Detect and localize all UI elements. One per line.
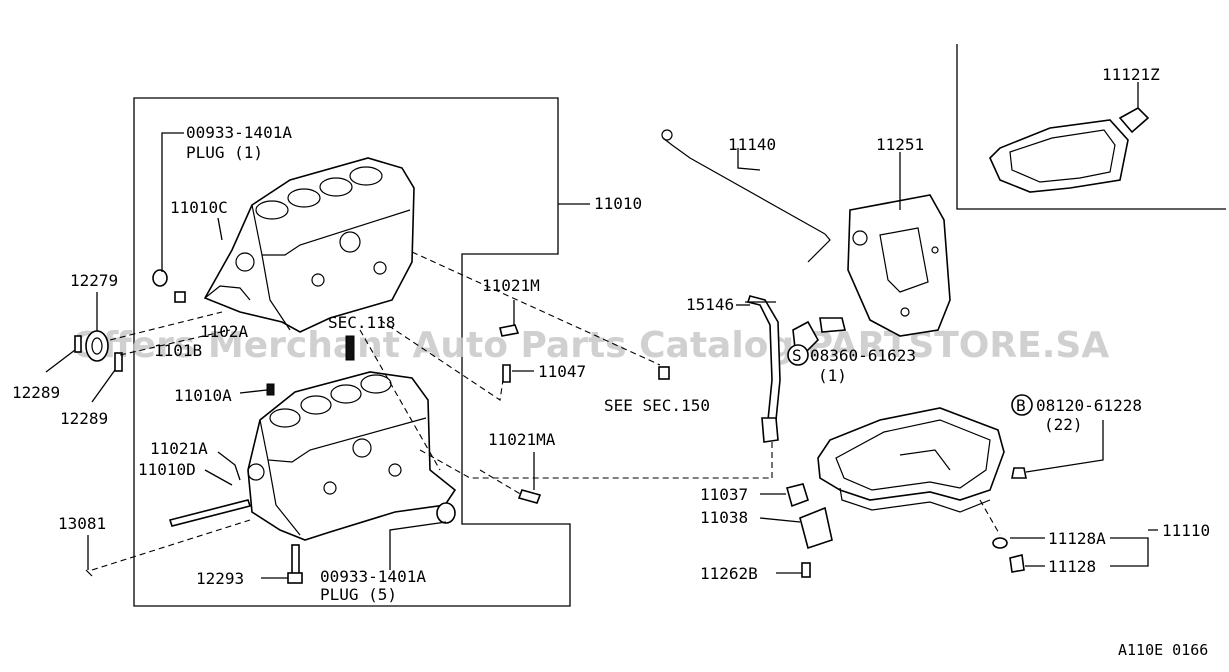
figure-code: A110E 0166 bbox=[1118, 641, 1208, 659]
s-marker bbox=[787, 344, 809, 366]
label-11140[interactable]: 11140 bbox=[728, 135, 776, 154]
label-11021MA[interactable]: 11021MA bbox=[488, 430, 556, 449]
engine-block-frame bbox=[133, 97, 571, 607]
leader-11010D bbox=[204, 469, 233, 486]
plug-00933-bottom[interactable] bbox=[436, 502, 456, 524]
leader-11010C bbox=[217, 217, 223, 241]
label-sec118[interactable]: SEC.118 bbox=[328, 313, 395, 332]
plug-12279[interactable] bbox=[85, 330, 109, 362]
bolt-11021M[interactable] bbox=[499, 324, 520, 337]
leader-12289-right bbox=[91, 369, 116, 403]
stud-11010D[interactable] bbox=[168, 499, 252, 527]
dipstick-tube-15146[interactable] bbox=[745, 295, 819, 478]
cylinder-block-upper[interactable] bbox=[203, 157, 415, 333]
stud-11010A[interactable] bbox=[266, 383, 275, 396]
label-11128[interactable]: 11128 bbox=[1048, 557, 1096, 576]
dash-3 bbox=[411, 251, 661, 366]
bolt-11021MA[interactable] bbox=[517, 489, 542, 504]
dowel-1101B[interactable] bbox=[174, 291, 186, 303]
label-15146[interactable]: 15146 bbox=[686, 295, 734, 314]
label-see-sec150[interactable]: SEE SEC.150 bbox=[604, 396, 710, 415]
label-11010A[interactable]: 11010A bbox=[174, 386, 232, 405]
dash-7 bbox=[359, 329, 441, 471]
label-qty-1: (1) bbox=[818, 366, 847, 385]
pin-13081[interactable] bbox=[85, 569, 93, 577]
dash-6 bbox=[91, 519, 251, 571]
label-11262B[interactable]: 11262B bbox=[700, 564, 758, 583]
label-11021A[interactable]: 11021A bbox=[150, 439, 208, 458]
label-12279[interactable]: 12279 bbox=[70, 271, 118, 290]
label-08360-61623[interactable]: 08360-61623 bbox=[810, 346, 916, 365]
dash-2 bbox=[119, 329, 231, 356]
label-1102A[interactable]: 1102A bbox=[200, 322, 249, 341]
pin-12289-right[interactable] bbox=[114, 352, 123, 372]
label-13081[interactable]: 13081 bbox=[58, 514, 106, 533]
label-00933-1401A-top[interactable]: 00933-1401A bbox=[186, 123, 292, 142]
label-11121Z[interactable]: 11121Z bbox=[1102, 65, 1160, 84]
oil-pan-11110[interactable] bbox=[817, 407, 1005, 513]
bolt-08360[interactable] bbox=[819, 317, 847, 333]
oil-pan-inset-11121Z[interactable] bbox=[989, 82, 1150, 193]
label-12289-left[interactable]: 12289 bbox=[12, 383, 60, 402]
label-11128A[interactable]: 11128A bbox=[1048, 529, 1106, 548]
bolt-sec150[interactable] bbox=[658, 366, 670, 380]
label-plug-5: PLUG (5) bbox=[320, 585, 397, 604]
label-11010[interactable]: 11010 bbox=[594, 194, 642, 213]
inset-frame bbox=[956, 44, 1226, 210]
dash-8 bbox=[479, 469, 523, 496]
label-qty-22: (22) bbox=[1044, 415, 1083, 434]
label-11037[interactable]: 11037 bbox=[700, 485, 748, 504]
leader-11010A bbox=[239, 389, 268, 394]
strainer-11037[interactable] bbox=[786, 483, 809, 508]
pin-12289-left[interactable] bbox=[74, 335, 82, 353]
label-11251[interactable]: 11251 bbox=[876, 135, 924, 154]
rear-plate-11251[interactable] bbox=[847, 152, 951, 337]
label-plug-1: PLUG (1) bbox=[186, 143, 263, 162]
label-12293[interactable]: 12293 bbox=[196, 569, 244, 588]
leader-00933-bottom bbox=[389, 521, 447, 570]
leader-08120 bbox=[1025, 420, 1104, 473]
bolt-11047[interactable] bbox=[502, 364, 511, 383]
strainer-gasket-11038[interactable] bbox=[799, 506, 833, 550]
leader-00933-top bbox=[161, 132, 184, 272]
leader-11038 bbox=[759, 517, 801, 523]
leader-11110-bracket bbox=[1110, 529, 1158, 567]
label-11038[interactable]: 11038 bbox=[700, 508, 748, 527]
bolt-11262B[interactable] bbox=[801, 562, 811, 578]
bolt-12293-head bbox=[287, 572, 303, 584]
b-marker-label: B bbox=[1016, 396, 1026, 415]
s-marker-label: S bbox=[792, 346, 802, 365]
dash-9 bbox=[979, 499, 1001, 536]
bolt-08120[interactable] bbox=[1011, 467, 1027, 479]
dash-5 bbox=[419, 449, 770, 479]
bolt-12293[interactable] bbox=[291, 544, 300, 576]
label-11021M[interactable]: 11021M bbox=[482, 276, 540, 295]
b-marker bbox=[1011, 394, 1033, 416]
label-11110[interactable]: 11110 bbox=[1162, 521, 1210, 540]
label-11010C[interactable]: 11010C bbox=[170, 198, 228, 217]
cylinder-block-lower[interactable] bbox=[247, 371, 457, 541]
drain-plug-11128[interactable] bbox=[1009, 554, 1025, 573]
label-00933-1401A-bottom[interactable]: 00933-1401A bbox=[320, 567, 426, 586]
plug-00933-top[interactable] bbox=[152, 269, 168, 287]
sec118-mark bbox=[345, 335, 355, 361]
watermark: Offers Merchant Auto Parts Catalog PARTS… bbox=[72, 325, 1109, 366]
label-11047[interactable]: 11047 bbox=[538, 362, 586, 381]
leader-11021A bbox=[217, 451, 241, 481]
dash-4 bbox=[379, 319, 504, 401]
dipstick-11140[interactable] bbox=[661, 129, 831, 263]
leader-12289-left bbox=[45, 349, 76, 373]
label-12289-right[interactable]: 12289 bbox=[60, 409, 108, 428]
washer-11128A[interactable] bbox=[992, 537, 1008, 549]
label-11010D[interactable]: 11010D bbox=[138, 460, 196, 479]
plug-12279-inner bbox=[91, 337, 103, 355]
label-08120-61228[interactable]: 08120-61228 bbox=[1036, 396, 1142, 415]
label-1101B[interactable]: 1101B bbox=[154, 341, 202, 360]
